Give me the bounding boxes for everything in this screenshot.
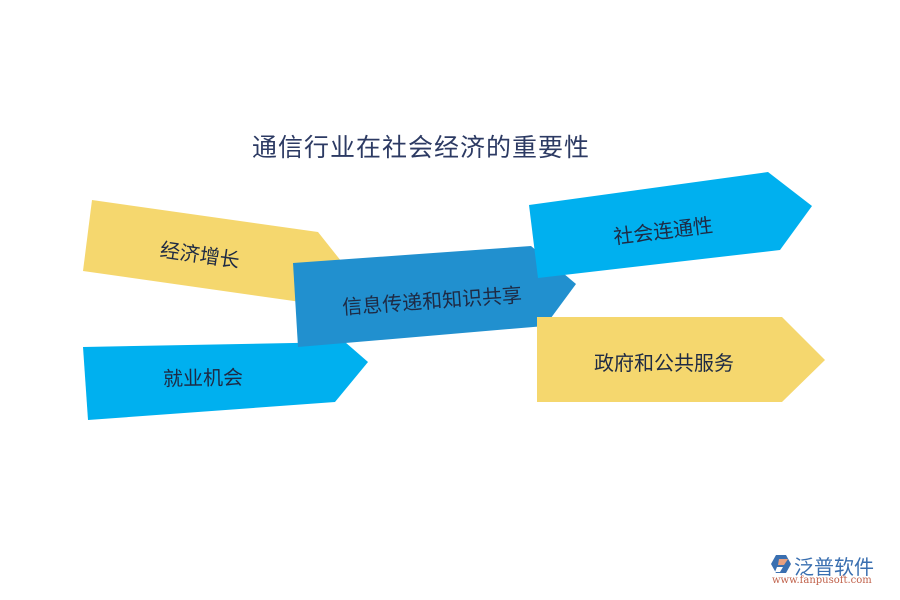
logo-name: 泛普软件 [794,555,874,579]
social-connectivity-arrow [529,172,812,278]
public-services-label: 政府和公共服务 [594,351,734,375]
employment-arrow [83,342,368,420]
employment-label: 就业机会 [162,365,244,391]
public-services-arrow [537,317,825,402]
info-sharing-arrow [293,246,576,347]
logo-mark-icon [771,555,791,573]
logo-url: www.fanpusoft.com [772,575,872,586]
diagram-title: 通信行业在社会经济的重要性 [252,133,591,162]
economic-growth-arrow [83,200,345,303]
company-logo: 泛普软件 www.fanpusoft.com [770,551,895,591]
